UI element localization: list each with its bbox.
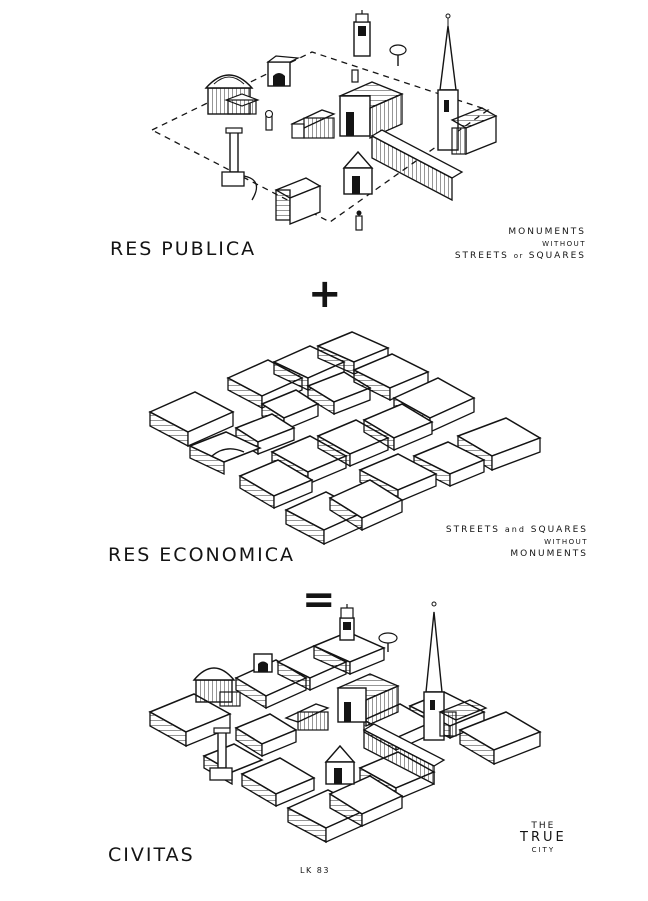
urban-block <box>352 353 430 402</box>
urban-block <box>412 441 486 488</box>
civitas-title: CIVITAS <box>108 844 195 866</box>
res-economica-illustration <box>148 331 542 546</box>
urban-block <box>362 403 434 452</box>
res-publica-illustration <box>150 10 498 231</box>
box-building <box>274 177 322 225</box>
long-arcade <box>362 723 446 786</box>
bell-tower <box>339 604 355 641</box>
res-publica-note-squares: SQUARES <box>528 251 586 261</box>
civitas-note-line1: THE <box>531 821 556 831</box>
res-economica-note-squares: SQUARES <box>530 525 588 535</box>
spire-church <box>437 13 498 155</box>
res-economica-note-line3: MONUMENTS <box>510 549 588 559</box>
colonnade <box>290 109 336 139</box>
res-publica-note-streets: STREETS <box>454 251 509 261</box>
civitas-note-line2: TRUE <box>520 830 567 845</box>
res-publica-note-line1: MONUMENTS <box>508 227 586 237</box>
urban-block <box>284 491 366 546</box>
urban-block <box>238 459 314 510</box>
pantheon-monument <box>204 74 260 115</box>
res-publica-note-line2: WITHOUT <box>542 240 586 248</box>
gabled-building <box>324 744 356 785</box>
dashed-plaza-outline <box>150 51 490 223</box>
triumphal-arch <box>253 653 273 673</box>
res-economica-note-streets: STREETS <box>445 525 500 535</box>
res-economica-note-and: and <box>504 525 526 534</box>
urban-block <box>188 431 262 476</box>
plus-operator: + <box>308 271 342 317</box>
basilica <box>338 81 404 139</box>
small-column <box>264 109 274 131</box>
urban-block <box>458 711 542 766</box>
civitas-note-line3: CITY <box>531 846 556 854</box>
pantheon-monument <box>192 667 241 707</box>
urban-block <box>240 757 316 808</box>
gabled-building <box>342 150 374 195</box>
urban-block <box>148 693 232 748</box>
urban-block <box>276 645 348 692</box>
triumphal-arch <box>266 55 301 87</box>
memorial-column <box>209 727 233 781</box>
civitas-note: THE TRUE CITY <box>520 820 567 856</box>
urban-block <box>148 391 235 448</box>
small-obelisk <box>351 69 359 83</box>
urban-block <box>312 631 386 676</box>
res-economica-title: RES ECONOMICA <box>108 544 295 566</box>
long-arcade <box>370 129 464 202</box>
artist-signature: LK 83 <box>300 866 330 875</box>
small-statue <box>355 210 363 231</box>
res-economica-note: STREETS and SQUARES WITHOUT MONUMENTS <box>446 524 588 560</box>
spire-church <box>423 601 488 741</box>
tree <box>378 632 398 652</box>
bell-tower <box>353 10 371 57</box>
equals-operator: = <box>302 577 336 623</box>
urban-block <box>328 775 404 828</box>
memorial-column <box>221 127 258 201</box>
res-publica-note-or: or <box>513 252 524 260</box>
urban-block <box>328 479 404 532</box>
colonnade <box>284 703 330 731</box>
civitas-illustration <box>148 601 542 844</box>
basilica <box>336 673 400 727</box>
res-economica-note-line2: WITHOUT <box>544 538 588 546</box>
urban-block <box>234 713 298 758</box>
tree <box>389 44 407 66</box>
res-publica-note: MONUMENTS WITHOUT STREETS or SQUARES <box>455 226 586 262</box>
res-publica-title: RES PUBLICA <box>110 238 257 260</box>
